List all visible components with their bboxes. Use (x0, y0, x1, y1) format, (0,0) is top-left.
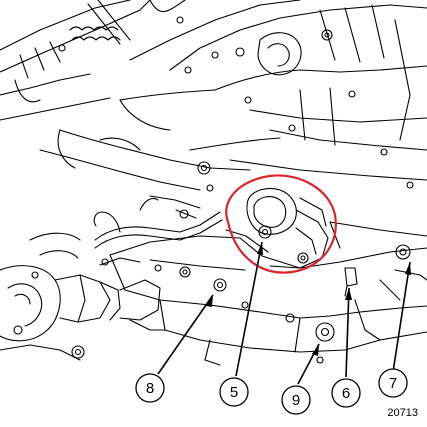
callout-label-8: 8 (146, 380, 154, 397)
engine-mount-drawing (225, 187, 329, 269)
callouts: 8 5 9 6 7 (135, 368, 408, 415)
driveshaft-drawing (0, 0, 186, 121)
line-art-drawing (0, 0, 427, 366)
sump-drawing (39, 99, 251, 192)
highlight-ring (225, 174, 337, 274)
callout-label-6: 6 (342, 385, 350, 402)
arrowhead-9 (312, 344, 319, 356)
arrowhead-5 (257, 242, 263, 255)
brake-hub-drawing (0, 232, 161, 361)
callout-5: 5 (219, 377, 249, 407)
callout-label-9: 9 (292, 392, 300, 409)
leader-line-8 (157, 294, 214, 375)
leader-line-6 (345, 287, 350, 378)
arrowhead-8 (206, 295, 213, 307)
reference-code: 20713 (387, 407, 418, 419)
arrowhead-7 (405, 262, 411, 275)
leader-line-5 (235, 241, 263, 377)
leader-lines (157, 241, 411, 385)
callout-label-7: 7 (389, 375, 397, 392)
callout-9: 9 (281, 385, 311, 415)
leader-line-7 (392, 261, 411, 373)
callout-6: 6 (331, 378, 361, 408)
leader-arrowheads (206, 242, 411, 356)
callout-8: 8 (135, 373, 165, 403)
callout-7: 7 (378, 368, 408, 398)
callout-label-5: 5 (230, 384, 238, 401)
gearbox-drawing (58, 0, 427, 189)
harness-drawing (93, 195, 223, 266)
arrowhead-6 (345, 288, 352, 300)
